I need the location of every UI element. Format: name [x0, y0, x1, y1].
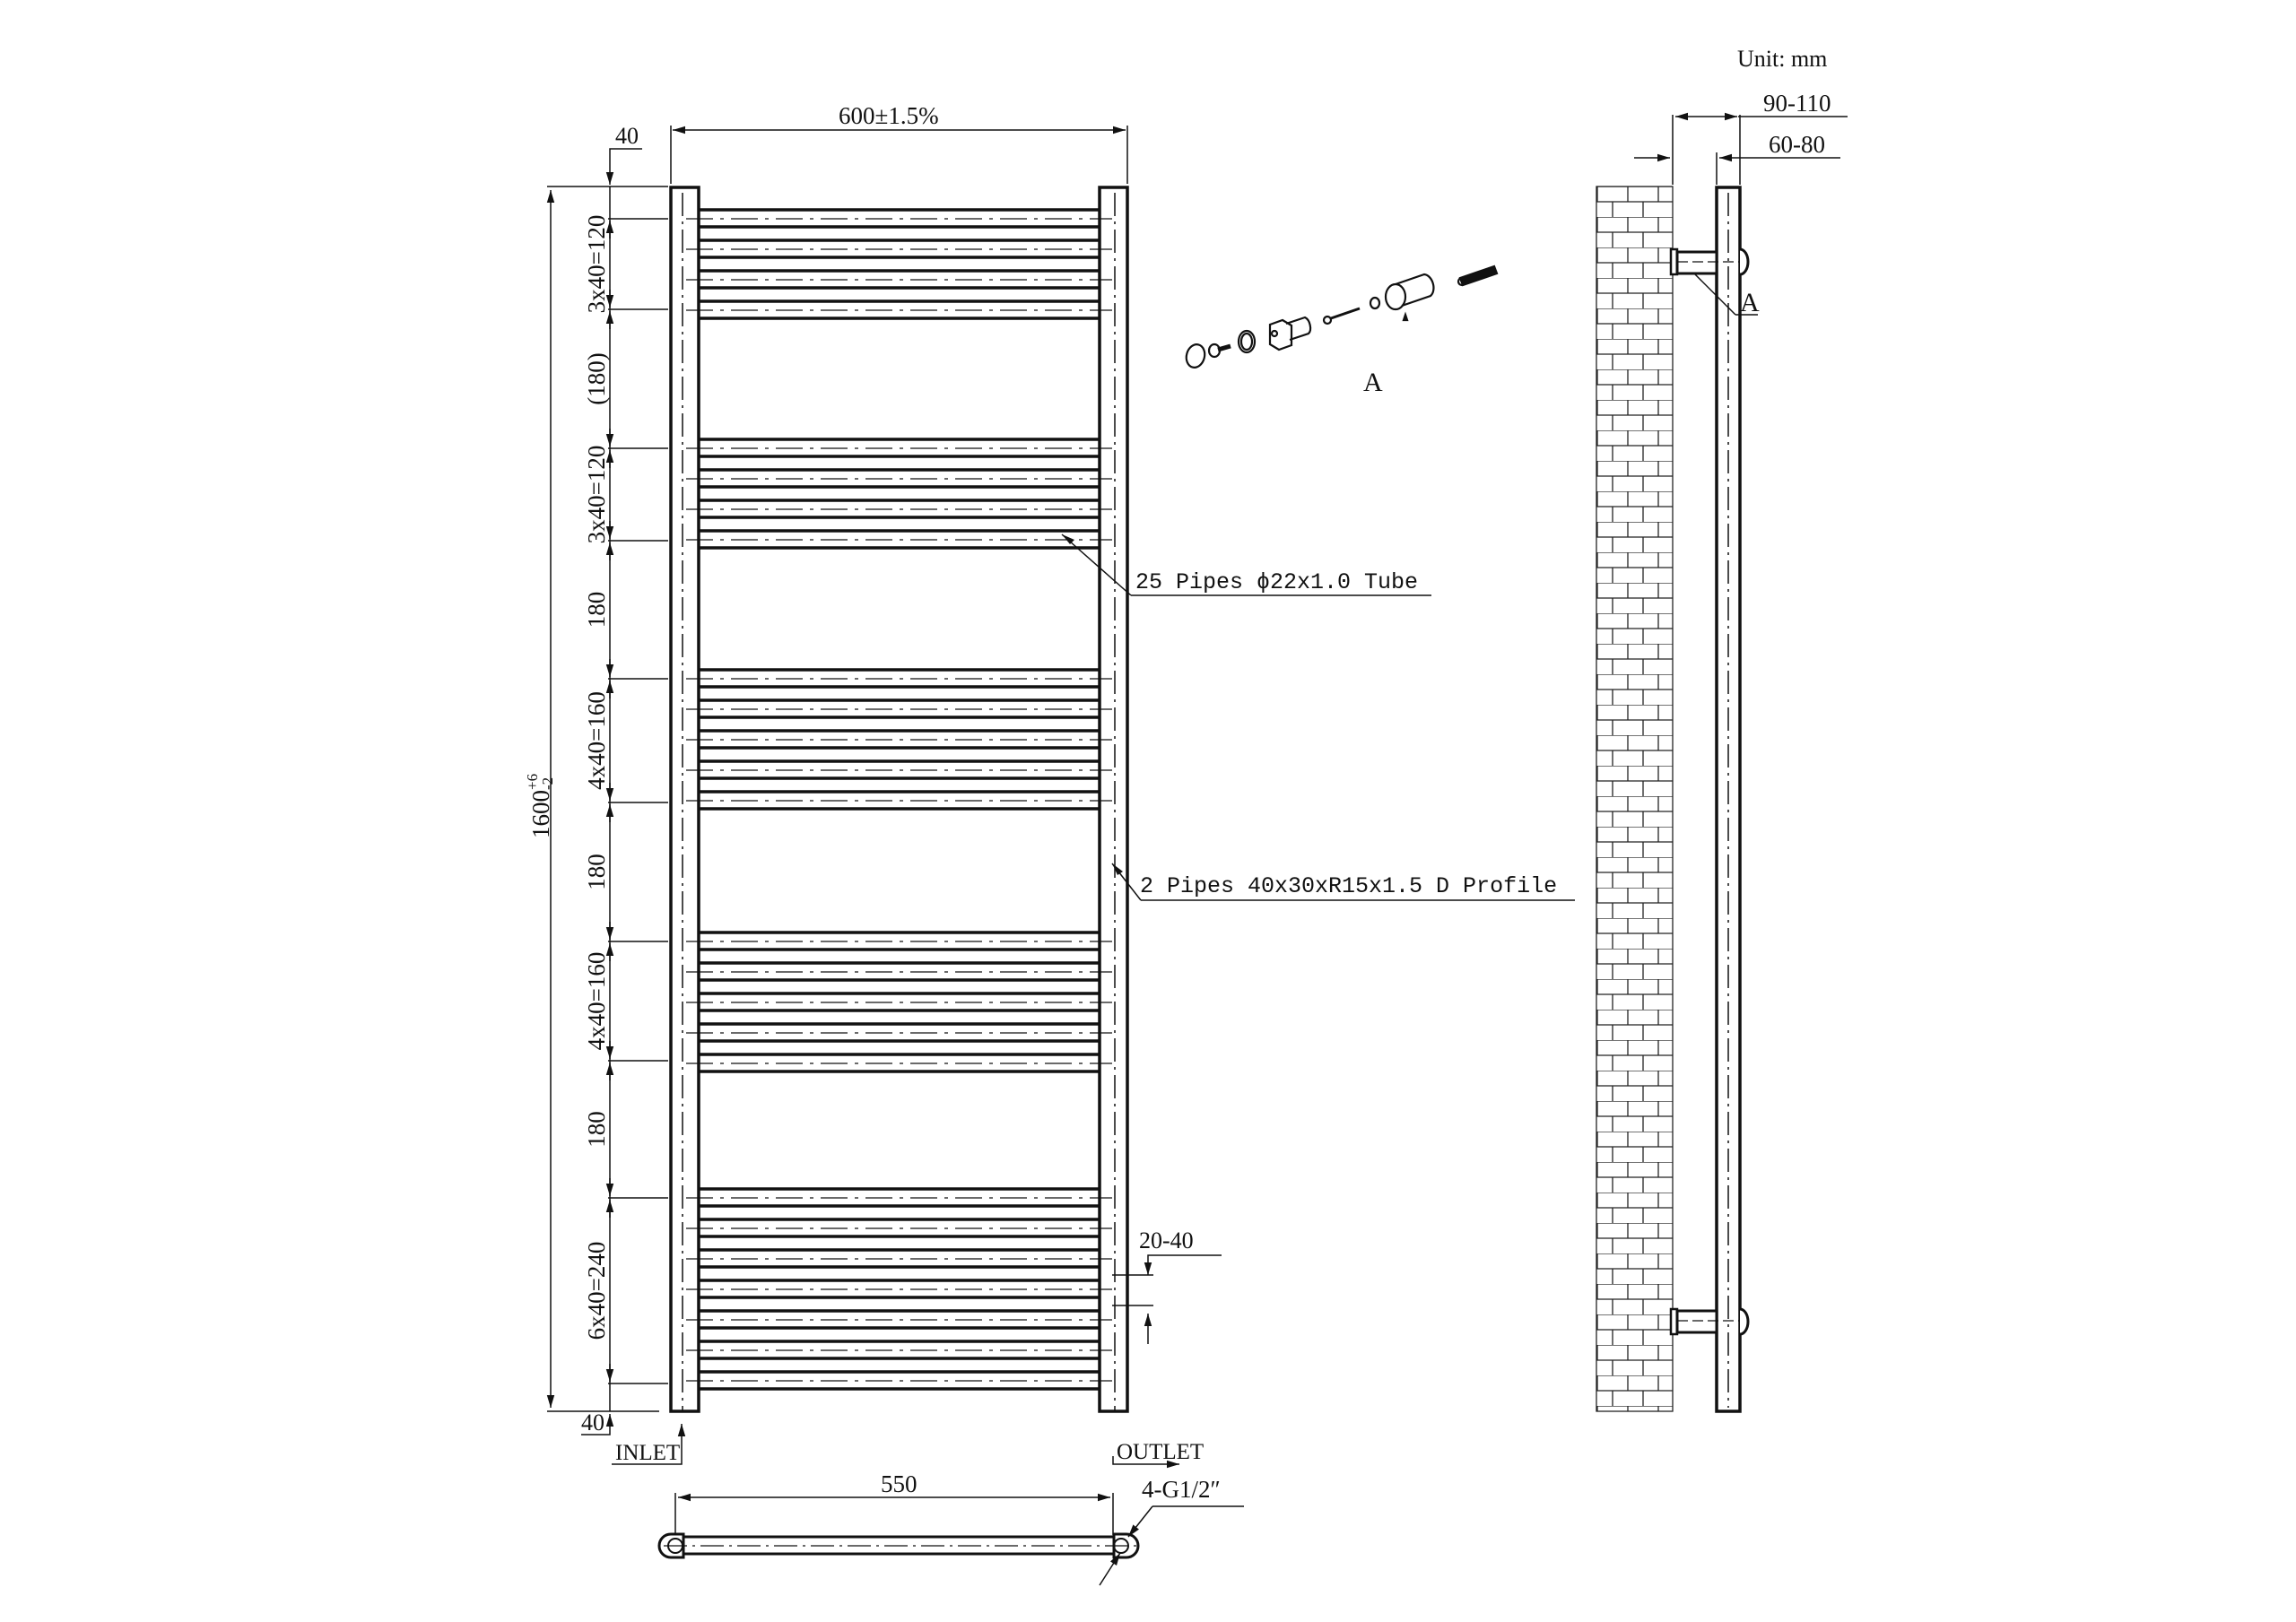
grub-screw-icon — [1402, 311, 1409, 322]
height-label: 1600 — [527, 790, 554, 838]
upper-bracket — [1669, 247, 1750, 276]
tube-bar — [686, 992, 1112, 1012]
plan-centers-label: 550 — [881, 1470, 918, 1497]
tube-callout-leader — [1061, 533, 1431, 596]
tube-bar — [686, 208, 1112, 229]
plan-view — [657, 1493, 1244, 1586]
tube-bar — [686, 299, 1112, 320]
segment-label: 180 — [583, 592, 610, 629]
width-label: 600±1.5% — [839, 102, 939, 129]
height-dimension — [546, 186, 668, 1412]
left-rail — [669, 186, 700, 1413]
tube-bar — [686, 1022, 1112, 1043]
tube-bar — [686, 668, 1112, 689]
wall-to-rail-label: 60-80 — [1769, 131, 1825, 158]
top-offset-dimension — [605, 148, 642, 185]
tube-bar — [686, 468, 1112, 489]
side-dimensions — [1634, 112, 1848, 185]
tube-bar — [686, 1279, 1112, 1299]
side-bracket-label: A — [1740, 288, 1760, 317]
plan-connections-label: 4-G1/2″ — [1142, 1476, 1221, 1503]
segment-label: (180) — [583, 352, 610, 404]
detail-a-exploded — [1185, 265, 1499, 369]
ring-icon — [1237, 329, 1257, 354]
detail-a-label: A — [1363, 368, 1383, 397]
profile-callout-arrow — [1112, 863, 1123, 875]
tube-callout: 25 Pipes ϕ22x1.0 Tube — [1135, 569, 1418, 595]
top-offset-label: 40 — [615, 123, 639, 149]
segment-dimension-chain — [605, 186, 668, 1411]
tube-bar — [686, 1187, 1112, 1208]
tube-bar — [686, 1370, 1112, 1391]
screw-icon — [1207, 343, 1231, 359]
width-dimension — [670, 126, 1128, 184]
inlet-label: INLET — [615, 1441, 680, 1465]
unit-label: Unit: mm — [1737, 46, 1827, 72]
segment-label: 180 — [583, 854, 610, 890]
height-tol-lower: -2 — [539, 777, 556, 790]
wood-screw-icon — [1322, 307, 1361, 325]
tube-bar — [686, 1340, 1112, 1360]
tube-bar — [686, 790, 1112, 811]
segment-label: 6x40=240 — [583, 1242, 610, 1340]
bottom-offset-label: 40 — [581, 1409, 604, 1436]
right-rail — [1098, 186, 1129, 1413]
side-view — [1596, 112, 1848, 1413]
tube-bar — [686, 438, 1112, 458]
inlet-port — [657, 1532, 685, 1559]
cap-icon — [1185, 343, 1206, 369]
tube-bar — [686, 239, 1112, 259]
outlet-marker — [1112, 1456, 1179, 1469]
segment-label: 3x40=120 — [583, 446, 610, 544]
tube-bar — [686, 1218, 1112, 1238]
height-label-group: 1600 +6 -2 — [524, 774, 556, 838]
segment-labels: 3x40=120 (180) 3x40=120 180 4x40=160 180 4x40=… — [583, 215, 610, 1340]
tube-bar — [686, 499, 1112, 519]
tube-bar — [686, 1309, 1112, 1330]
tube-bar — [686, 759, 1112, 780]
tube-bar — [686, 1248, 1112, 1269]
segment-label: 4x40=160 — [583, 691, 610, 790]
tube-bar — [686, 961, 1112, 982]
wall-plug-icon — [1457, 265, 1499, 287]
tube-bar — [686, 529, 1112, 550]
lower-bracket — [1669, 1307, 1750, 1336]
segment-label: 4x40=160 — [583, 952, 610, 1051]
tube-bar — [686, 269, 1112, 290]
outlet-label: OUTLET — [1117, 1440, 1204, 1464]
profile-callout: 2 Pipes 40x30xR15x1.5 D Profile — [1140, 873, 1557, 899]
washer-icon — [1369, 296, 1381, 310]
bracket-socket-icon — [1268, 316, 1312, 351]
segment-label: 3x40=120 — [583, 215, 610, 314]
tube-bars — [686, 208, 1112, 1391]
rail-gap-label: 20-40 — [1139, 1227, 1194, 1253]
inlet-marker — [612, 1424, 686, 1465]
tube-bar — [686, 698, 1112, 719]
tube-bar — [686, 1053, 1112, 1073]
tube-callout-arrow — [1062, 534, 1074, 544]
height-tol-upper: +6 — [524, 774, 541, 790]
tube-bar — [686, 729, 1112, 750]
wall-to-front-label: 90-110 — [1763, 90, 1831, 117]
segment-label: 180 — [583, 1111, 610, 1148]
tube-bar — [686, 931, 1112, 951]
front-view — [669, 186, 1129, 1413]
brick-wall — [1596, 186, 1674, 1412]
bottom-offset-dimension — [581, 1414, 614, 1436]
sleeve-icon — [1384, 273, 1435, 311]
rail-gap-dimension — [1112, 1254, 1222, 1344]
